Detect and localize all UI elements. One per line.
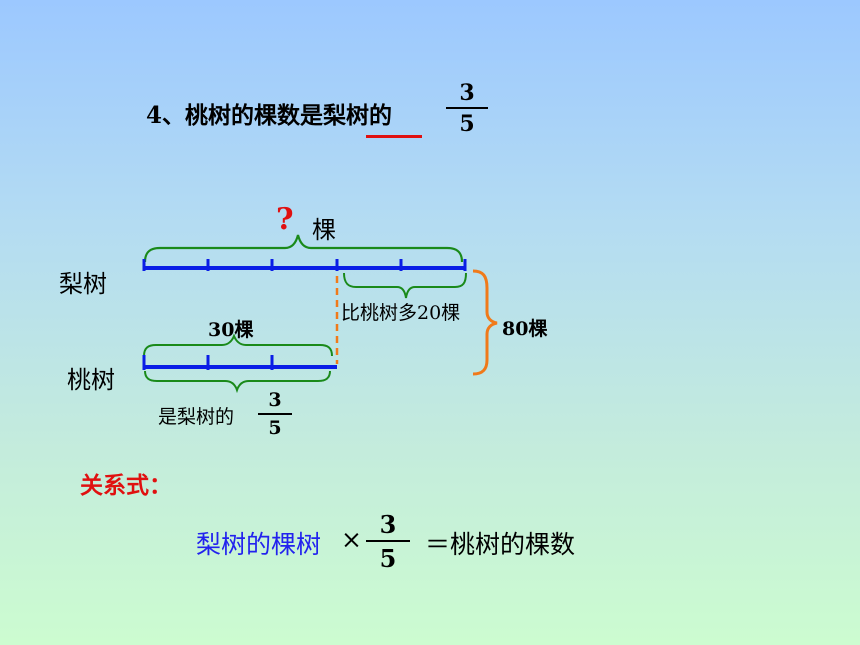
extra-part-brace: [343, 272, 467, 299]
relation-fraction-bar: [366, 540, 410, 542]
pear-total-brace: [143, 234, 464, 263]
peach-ticks: [142, 355, 274, 370]
unknown-unit: 棵: [312, 216, 336, 244]
pear-label: 梨树: [59, 270, 107, 298]
relation-fraction-numerator: 3: [379, 510, 397, 539]
title-fraction: 3 5: [446, 80, 488, 142]
peach-count-label: 30棵: [208, 319, 254, 341]
problem-title: 4、桃树的棵数是梨树的: [146, 102, 393, 129]
peach-count-brace: [143, 333, 333, 357]
title-fraction-numerator: 3: [459, 80, 475, 106]
peach-fraction-brace: [144, 370, 331, 394]
peach-label: 桃树: [67, 366, 115, 394]
peach-fraction-numerator: 3: [268, 389, 282, 411]
title-fraction-denominator: 5: [459, 111, 475, 137]
relation-left: 梨树的棵树: [196, 530, 322, 559]
pear-ticks: [142, 259, 467, 271]
relation-times: ×: [341, 525, 362, 554]
total-label: 80棵: [502, 318, 548, 340]
relation-fraction: 3 5: [366, 510, 410, 576]
title-underline: [366, 135, 422, 138]
peach-fraction-bar: [258, 413, 292, 415]
unknown-mark: ?: [276, 202, 294, 237]
relation-fraction-denominator: 5: [379, 544, 397, 573]
relation-right: ＝桃树的棵数: [425, 530, 576, 559]
title-fraction-bar: [446, 107, 488, 109]
peach-fraction-text: 是梨树的: [158, 406, 235, 428]
peach-fraction-denominator: 5: [268, 417, 282, 439]
peach-fraction: 3 5: [258, 389, 292, 445]
relation-label: 关系式：: [80, 472, 172, 499]
total-brace: [472, 269, 498, 376]
extra-label: 比桃树多20棵: [341, 302, 461, 324]
